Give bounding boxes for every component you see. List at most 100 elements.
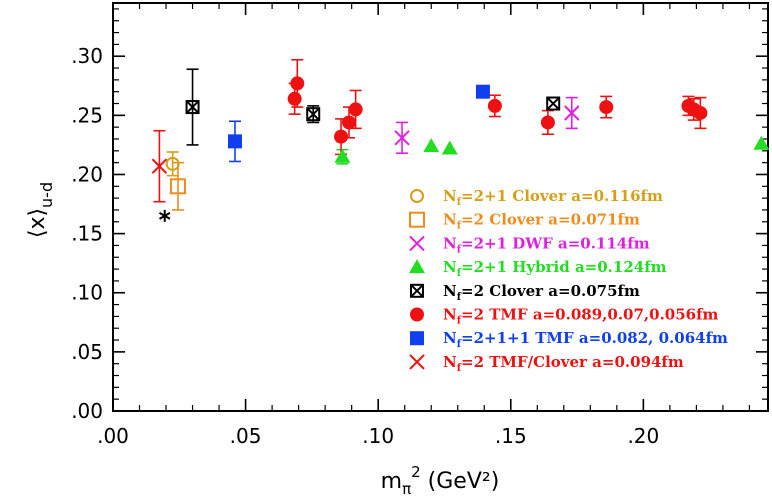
data-point [423, 138, 440, 153]
legend-label-sub: f [457, 292, 462, 303]
data-point-shape [441, 140, 458, 155]
legend-marker-shape [409, 211, 425, 228]
data-point-shape [546, 96, 561, 111]
data-point-asterisk [159, 209, 171, 222]
legend-marker-shape [410, 189, 424, 203]
legend-marker [410, 283, 424, 298]
plot-frame [112, 2, 769, 412]
legend-label-n: N [443, 329, 457, 347]
data-point-shape [290, 76, 305, 91]
data-point-shape [487, 98, 502, 113]
x-tick-label: .10 [362, 424, 394, 448]
legend-marker [410, 189, 424, 203]
y-tick-label: .10 [71, 281, 103, 305]
data-point-shape [423, 138, 440, 153]
legend-label-sub: f [457, 268, 462, 279]
data-point-shape [540, 115, 555, 130]
ticks [112, 3, 768, 412]
legend-marker-shape [409, 354, 425, 370]
legend-label-n: N [443, 306, 457, 324]
legend-marker-shape [410, 284, 424, 298]
y-axis-title: ⟨x⟩u-d [25, 182, 56, 238]
legend-marker-shape [410, 307, 424, 322]
legend-label-sub: f [457, 316, 462, 327]
data-point-shape [169, 178, 186, 195]
data-point [753, 135, 770, 150]
legend-label-n: N [443, 258, 457, 276]
data-point [185, 100, 200, 115]
data-point [151, 158, 168, 174]
legend-label-rest: =2 TMF a=0.089,0.07,0.056fm [461, 306, 719, 324]
data-point [334, 148, 351, 163]
data-point-shape [599, 100, 614, 115]
legend-label-n: N [443, 282, 457, 300]
x-tick-label: .20 [627, 424, 659, 448]
legend-marker [410, 307, 424, 322]
legend-marker [409, 235, 425, 252]
legend-marker-shape [410, 283, 424, 298]
legend-label-sub: f [457, 363, 462, 374]
data-point [334, 129, 349, 144]
data-point-shape [165, 156, 180, 171]
tick-labels: .00.05.10.15.20.00.05.10.15.20.25.30 [71, 44, 659, 448]
legend-label: Nf=2+1 Hybrid a=0.124fm [443, 258, 667, 279]
y-tick-label: .20 [71, 162, 103, 186]
legend-label-n: N [443, 234, 457, 252]
legend-label-rest: =2 Clover a=0.071fm [461, 211, 640, 229]
x-axis-title-unit: (GeV²) [421, 469, 500, 494]
data-point-asterisk-shape [159, 212, 171, 220]
data-point [564, 105, 580, 121]
x-tick-label: .00 [97, 424, 129, 448]
data-point [169, 178, 186, 195]
x-tick-label: .05 [230, 424, 262, 448]
legend-label: Nf=2 TMF a=0.089,0.07,0.056fm [443, 306, 719, 327]
legend-label-rest: =2+1 Hybrid a=0.124fm [461, 258, 667, 276]
data-point [599, 100, 614, 115]
data-point [290, 76, 305, 91]
data-point [475, 84, 490, 99]
legend-marker-shape [410, 331, 424, 346]
y-tick-label: .00 [71, 399, 103, 423]
legend-marker [409, 354, 425, 370]
legend-label: Nf=2+1+1 TMF a=0.082, 0.064fm [443, 329, 728, 350]
legend-label-sub: f [457, 197, 462, 208]
x-axis-title-pi: π [402, 480, 411, 498]
legend-label: Nf=2+1 DWF a=0.114fm [443, 234, 650, 255]
y-tick-label: .05 [71, 340, 103, 364]
data-point [348, 102, 363, 117]
data-point-shape [394, 130, 410, 146]
legend-label-rest: =2+1+1 TMF a=0.082, 0.064fm [461, 329, 728, 347]
data-point [306, 107, 321, 122]
legend-label: Nf=2 Clover a=0.075fm [443, 282, 640, 303]
data-point-shape [334, 148, 351, 163]
legend-label-n: N [443, 187, 457, 205]
x-tick-label: .15 [495, 424, 527, 448]
data-point-shape [693, 105, 708, 120]
data-point [441, 140, 458, 155]
x-axis-title-sq: 2 [411, 463, 421, 481]
data-point-shape [475, 84, 490, 99]
legend-label: Nf=2 Clover a=0.071fm [443, 211, 640, 232]
y-tick-label: .30 [71, 44, 103, 68]
data-point-shape [334, 129, 349, 144]
legend-label-rest: =2+1 Clover a=0.116fm [461, 187, 663, 205]
data-point [287, 91, 302, 106]
markers [151, 76, 770, 222]
data-point-shape [546, 96, 560, 111]
data-point-shape [185, 100, 200, 114]
data-point-shape [287, 91, 302, 106]
legend-label-n: N [443, 353, 457, 371]
data-point [540, 115, 555, 130]
data-point [546, 96, 561, 111]
y-axis-title-x: ⟨x⟩ [25, 208, 50, 238]
legend-marker [410, 331, 424, 346]
legend-marker-shape [409, 235, 425, 252]
legend-label: Nf=2+1 Clover a=0.116fm [443, 187, 663, 208]
data-point-shape [227, 134, 242, 149]
data-point-shape [564, 105, 580, 121]
legend-label-sub: f [457, 221, 462, 232]
legend-marker-shape [409, 259, 425, 274]
data-point-shape [306, 107, 321, 122]
data-point-shape [342, 115, 357, 130]
